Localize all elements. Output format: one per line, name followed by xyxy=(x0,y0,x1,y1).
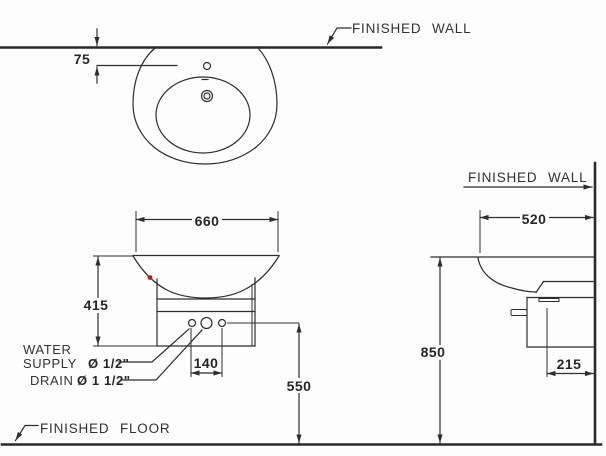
supply-hole-left xyxy=(187,318,197,328)
dimension-75: 75 xyxy=(74,28,178,84)
dimension-550: 550 xyxy=(227,322,313,444)
finished-floor-label: FINISHED FLOOR xyxy=(40,421,170,436)
dimension-520: 520 xyxy=(479,210,595,253)
water-supply-leader xyxy=(118,328,190,363)
finished-wall-label-side: FINISHED WALL xyxy=(468,170,587,185)
basin-curve-front xyxy=(132,255,280,299)
front-view: 660 415 140 xyxy=(23,211,313,444)
drain-hole xyxy=(200,316,213,330)
top-view: FINISHED WALL 75 xyxy=(0,21,471,165)
dim-415-backing xyxy=(83,298,111,313)
drain-label: DRAIN xyxy=(30,373,73,388)
supply-pipe-stub xyxy=(510,309,528,316)
drain-leader xyxy=(121,329,203,381)
dim-550-text: 550 xyxy=(287,378,312,394)
faucet-hole xyxy=(202,61,212,71)
water-supply-size-label: Ø 1/2" xyxy=(88,356,130,371)
dim-520-backing xyxy=(520,211,549,225)
side-view: FINISHED WALL 520 215 850 xyxy=(419,161,597,446)
overflow-slot xyxy=(538,298,560,302)
dimension-415: 415 xyxy=(83,255,157,347)
drain-outer-circle xyxy=(200,89,214,103)
dim-75-text: 75 xyxy=(74,51,91,67)
water-supply-label-line1: WATER xyxy=(23,342,72,357)
bowl-outline-plan xyxy=(155,76,251,154)
supply-hole-right xyxy=(217,318,227,328)
dim-215-text: 215 xyxy=(557,356,582,372)
dim-550-backing xyxy=(285,378,313,393)
dim-140-text: 140 xyxy=(194,355,219,371)
finished-wall-leader xyxy=(326,27,352,45)
dim-660-backing xyxy=(192,212,222,227)
dimension-140: 140 xyxy=(190,328,223,377)
dim-415-text: 415 xyxy=(84,297,109,313)
water-supply-label-line2: SUPPLY xyxy=(23,356,77,371)
drain-inner-circle xyxy=(203,92,211,100)
dim-850-text: 850 xyxy=(421,344,446,360)
finished-floor-leader xyxy=(14,424,39,442)
red-marker-dot xyxy=(147,275,153,280)
basin-outline-plan xyxy=(132,47,278,165)
dimension-660: 660 xyxy=(135,211,279,252)
dim-660-text: 660 xyxy=(195,213,220,229)
dim-850-backing xyxy=(419,345,447,360)
drain-size-label: Ø 1 1/2" xyxy=(77,373,131,388)
dim-520-text: 520 xyxy=(522,211,547,227)
basin-curve-side xyxy=(477,257,537,293)
basin-step-line xyxy=(535,280,545,294)
dimension-215: 215 xyxy=(546,356,595,377)
finished-wall-label-top: FINISHED WALL xyxy=(352,21,471,36)
dimension-850: 850 xyxy=(419,257,447,444)
floor: FINISHED FLOOR xyxy=(0,421,603,446)
